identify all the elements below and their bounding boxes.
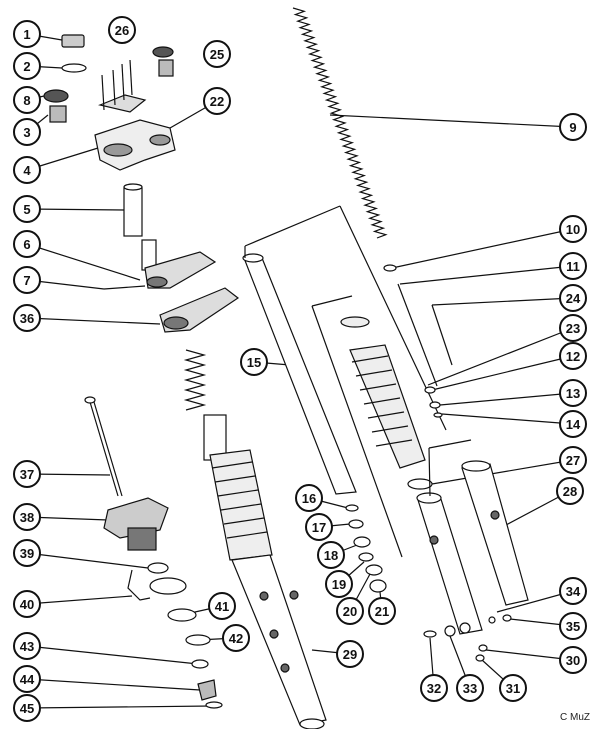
callout-15[interactable]: 15: [240, 348, 268, 376]
right-fork-leg-28: [416, 460, 529, 635]
callout-27[interactable]: 27: [559, 446, 587, 474]
diagram-credit: C MuZ: [560, 712, 590, 723]
leader-line-27: [431, 459, 574, 485]
leader-line-30: [485, 649, 574, 661]
callout-11[interactable]: 11: [559, 252, 587, 280]
leader-line-9: [329, 114, 574, 128]
callout-36[interactable]: 36: [13, 304, 41, 332]
callout-3[interactable]: 3: [13, 118, 41, 146]
callout-13[interactable]: 13: [559, 379, 587, 407]
callout-38[interactable]: 38: [13, 503, 41, 531]
leader-line-6: [26, 243, 141, 281]
callout-32[interactable]: 32: [420, 674, 448, 702]
left-fork-boot: [209, 449, 273, 561]
callout-25[interactable]: 25: [203, 40, 231, 68]
leader-line-12: [431, 355, 574, 391]
callout-9[interactable]: 9: [559, 113, 587, 141]
leader-line-14: [441, 413, 574, 425]
top-cap: [43, 34, 174, 123]
callout-33[interactable]: 33: [456, 674, 484, 702]
leader-line-24: [431, 297, 574, 306]
callout-20[interactable]: 20: [336, 597, 364, 625]
leader-line-36: [26, 317, 161, 325]
small-parts: [345, 504, 387, 593]
axle-parts: [423, 614, 512, 662]
lower-clamp: [103, 251, 240, 333]
callout-10[interactable]: 10: [559, 215, 587, 243]
leader-line-45: [26, 705, 213, 709]
callout-45[interactable]: 45: [13, 694, 41, 722]
callout-34[interactable]: 34: [559, 577, 587, 605]
leader-line-40: [26, 595, 133, 605]
callout-29[interactable]: 29: [336, 640, 364, 668]
leader-line-11: [399, 265, 574, 285]
callout-8[interactable]: 8: [13, 86, 41, 114]
callout-23[interactable]: 23: [559, 314, 587, 342]
fork-spring-9: [292, 7, 388, 239]
upper-clamp: [94, 59, 176, 171]
callout-7[interactable]: 7: [13, 266, 41, 294]
callout-18[interactable]: 18: [317, 541, 345, 569]
leader-line-10: [391, 228, 574, 269]
callout-4[interactable]: 4: [13, 156, 41, 184]
leader-line-39: [26, 552, 149, 569]
callout-41[interactable]: 41: [208, 592, 236, 620]
leader-line-13: [439, 392, 574, 406]
callout-6[interactable]: 6: [13, 230, 41, 258]
callout-22[interactable]: 22: [203, 87, 231, 115]
callout-42[interactable]: 42: [222, 624, 250, 652]
callout-39[interactable]: 39: [13, 539, 41, 567]
callout-16[interactable]: 16: [295, 484, 323, 512]
callout-17[interactable]: 17: [305, 513, 333, 541]
callout-40[interactable]: 40: [13, 590, 41, 618]
leader-line-5: [26, 208, 125, 211]
callout-5[interactable]: 5: [13, 195, 41, 223]
callout-28[interactable]: 28: [556, 477, 584, 505]
adjuster-assembly: [84, 396, 223, 709]
left-fork-spring: [183, 349, 207, 411]
leader-line-23: [427, 327, 574, 386]
leader-line-44: [26, 678, 201, 691]
leader-line-43: [26, 645, 199, 665]
callout-35[interactable]: 35: [559, 612, 587, 640]
callout-2[interactable]: 2: [13, 52, 41, 80]
callout-44[interactable]: 44: [13, 665, 41, 693]
callout-21[interactable]: 21: [368, 597, 396, 625]
callout-43[interactable]: 43: [13, 632, 41, 660]
callout-31[interactable]: 31: [499, 674, 527, 702]
callout-19[interactable]: 19: [325, 570, 353, 598]
callout-24[interactable]: 24: [559, 284, 587, 312]
steering-stem: [123, 183, 157, 271]
callout-30[interactable]: 30: [559, 646, 587, 674]
fork-tube-15: [242, 253, 357, 495]
callout-26[interactable]: 26: [108, 16, 136, 44]
small-parts-right: [383, 264, 443, 490]
callout-14[interactable]: 14: [559, 410, 587, 438]
callout-37[interactable]: 37: [13, 460, 41, 488]
callout-1[interactable]: 1: [13, 20, 41, 48]
callout-12[interactable]: 12: [559, 342, 587, 370]
dust-boot-23: [340, 316, 426, 469]
left-fork-slider: [231, 554, 327, 729]
